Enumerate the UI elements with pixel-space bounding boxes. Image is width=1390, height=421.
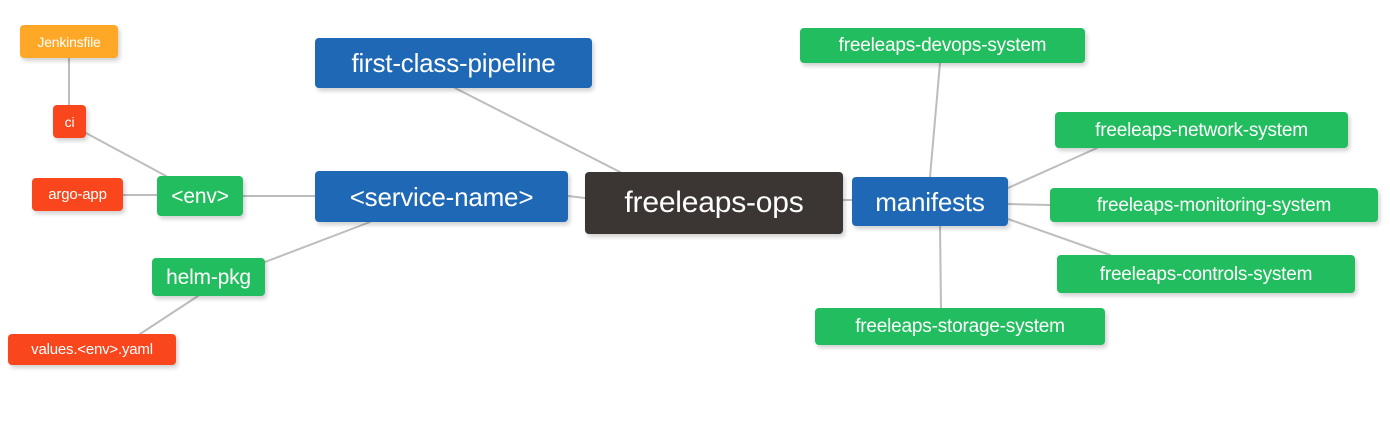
edge-helm-pkg-to-service-name xyxy=(264,221,371,263)
node-label-freeleaps-storage-system: freeleaps-storage-system xyxy=(855,316,1065,337)
node-freeleaps-monitoring-system[interactable]: freeleaps-monitoring-system xyxy=(1050,188,1378,222)
node-label-helm-pkg: helm-pkg xyxy=(166,265,251,289)
edge-ci-to-env xyxy=(85,132,167,177)
edge-manifests-to-freeleaps-controls-system xyxy=(1007,218,1111,256)
edge-manifests-to-freeleaps-monitoring-system xyxy=(1007,203,1051,206)
node-label-freeleaps-devops-system: freeleaps-devops-system xyxy=(838,35,1047,56)
edge-manifests-to-freeleaps-network-system xyxy=(1007,147,1098,189)
node-freeleaps-storage-system[interactable]: freeleaps-storage-system xyxy=(815,308,1105,345)
node-manifests[interactable]: manifests xyxy=(852,177,1008,226)
node-label-service-name: <service-name> xyxy=(349,181,534,212)
edge-first-class-pipeline-to-freeleaps-ops xyxy=(454,87,621,173)
node-freeleaps-devops-system[interactable]: freeleaps-devops-system xyxy=(800,28,1085,63)
edge-manifests-to-freeleaps-devops-system xyxy=(929,62,941,178)
node-label-freeleaps-monitoring-system: freeleaps-monitoring-system xyxy=(1096,194,1332,216)
node-jenkinsfile[interactable]: Jenkinsfile xyxy=(20,25,118,58)
node-ci[interactable]: ci xyxy=(53,105,86,138)
node-freeleaps-controls-system[interactable]: freeleaps-controls-system xyxy=(1057,255,1355,293)
edge-service-name-to-freeleaps-ops xyxy=(567,195,586,199)
node-label-freeleaps-ops: freeleaps-ops xyxy=(624,186,804,219)
edge-values-env-yaml-to-helm-pkg xyxy=(139,295,199,335)
node-helm-pkg[interactable]: helm-pkg xyxy=(152,258,265,296)
node-freeleaps-ops[interactable]: freeleaps-ops xyxy=(585,172,843,234)
node-label-ci: ci xyxy=(64,113,75,130)
node-service-name[interactable]: <service-name> xyxy=(315,171,568,222)
node-values-env-yaml[interactable]: values.<env>.yaml xyxy=(8,334,176,365)
node-env[interactable]: <env> xyxy=(157,176,243,216)
node-label-manifests: manifests xyxy=(875,186,985,217)
node-label-freeleaps-controls-system: freeleaps-controls-system xyxy=(1099,263,1313,285)
node-label-jenkinsfile: Jenkinsfile xyxy=(37,33,101,50)
node-label-first-class-pipeline: first-class-pipeline xyxy=(351,48,556,78)
edge-manifests-to-freeleaps-storage-system xyxy=(939,225,942,309)
node-first-class-pipeline[interactable]: first-class-pipeline xyxy=(315,38,592,88)
node-label-argo-app: argo-app xyxy=(48,186,107,203)
node-label-env: <env> xyxy=(171,184,229,208)
node-freeleaps-network-system[interactable]: freeleaps-network-system xyxy=(1055,112,1348,148)
node-argo-app[interactable]: argo-app xyxy=(32,178,123,211)
node-label-freeleaps-network-system: freeleaps-network-system xyxy=(1095,119,1308,141)
node-label-values-env-yaml: values.<env>.yaml xyxy=(31,341,153,358)
